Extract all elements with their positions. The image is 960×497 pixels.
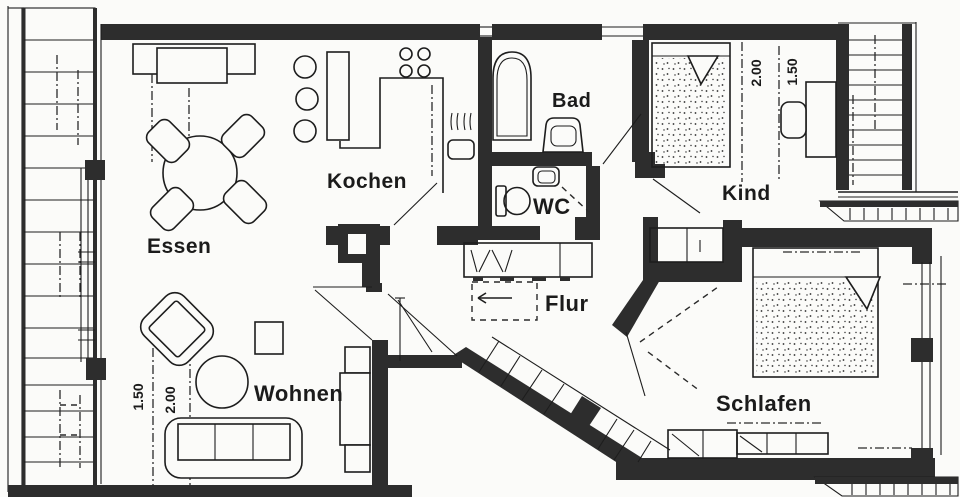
measurement-kind-150: 1.50 (784, 58, 800, 85)
desk-chair (780, 101, 807, 139)
room-label-kochen: Kochen (327, 170, 407, 193)
stairwell-top-right (818, 22, 959, 222)
chimney-extension (362, 263, 380, 287)
dining-chair (149, 186, 195, 232)
room-label-bad: Bad (552, 90, 591, 112)
room-kochen: Kochen (293, 47, 475, 193)
sideboard-lower (156, 47, 228, 84)
room-label-wc: WC (533, 194, 571, 219)
dining-chair (145, 118, 191, 164)
balcony-left-planks (24, 39, 93, 463)
wall-top-west (101, 24, 480, 40)
stove (399, 47, 431, 78)
wall-schlafen-north (742, 228, 932, 247)
room-bad: Bad (492, 51, 591, 153)
window-top-1 (480, 26, 492, 37)
closet-schlafen (667, 429, 829, 459)
room-label-kind: Kind (722, 182, 771, 205)
window-top-2 (602, 26, 643, 37)
wall-block-wc-door (575, 217, 600, 240)
wall-bottom-east (616, 458, 935, 480)
bar-stool (295, 87, 319, 111)
wall-wc-south (488, 226, 540, 240)
wall-stub-west-2 (86, 358, 106, 380)
bar-counter (326, 51, 350, 141)
staircase-diagonal (478, 336, 671, 463)
balcony-rail-top-right (818, 200, 959, 222)
wall-wohnen-door-stub (366, 283, 382, 292)
door-bad (602, 113, 642, 165)
doors (313, 113, 719, 397)
room-wc: WC (495, 166, 571, 219)
sofa (164, 417, 303, 479)
wall-pillar-east (911, 338, 933, 362)
room-kind: 2.00 1.50 Kind (649, 42, 837, 263)
washbasin-bad (542, 117, 584, 153)
bed-kind (651, 42, 731, 168)
balcony-left-marks (56, 55, 81, 470)
wall-kind-south (643, 262, 740, 282)
room-label-wohnen: Wohnen (254, 381, 343, 406)
sink (447, 112, 475, 160)
wardrobe (463, 242, 593, 281)
closet-kind (649, 227, 724, 263)
wall-schlafen-ne-corner (912, 247, 932, 264)
room-wohnen: 1.50 2.00 Wohnen (130, 291, 371, 486)
balcony-left (7, 6, 97, 492)
dining-chair (222, 179, 268, 225)
chimney-flue (348, 234, 366, 254)
wall-schlafen-diagonal (612, 280, 660, 337)
room-flur: Flur (463, 242, 593, 321)
bar-stool (293, 119, 317, 143)
wall-stair-diagonal (452, 347, 658, 480)
measurement-wohnen-150: 1.50 (130, 383, 146, 410)
stair-landing-block (563, 396, 601, 438)
wall-top-center (492, 24, 602, 40)
coffee-table (195, 355, 249, 409)
desk (805, 81, 837, 158)
room-label-schlafen: Schlafen (716, 391, 812, 416)
wall-top-east (643, 24, 836, 40)
door-kochen (393, 182, 438, 226)
tv-shelf (339, 346, 371, 473)
door-entrance (387, 293, 458, 361)
room-essen: Essen (132, 43, 268, 258)
door-schlafen (625, 286, 719, 397)
wall-flur-north-right (437, 226, 478, 245)
side-table (254, 321, 284, 355)
bed-schlafen (752, 247, 882, 378)
wall-bad-kind (632, 40, 649, 162)
armchair (139, 291, 215, 367)
bathtub (492, 51, 532, 141)
measurement-wohnen-200: 2.00 (162, 386, 178, 413)
dining-chair (220, 113, 266, 159)
measurement-kind-200: 2.00 (748, 59, 764, 86)
kitchen-counter (339, 77, 444, 193)
wall-entry-landing (388, 355, 462, 368)
bar-stool (293, 55, 317, 79)
room-label-flur: Flur (545, 291, 589, 316)
wall-kind-connector (723, 220, 742, 282)
washbasin-wc (532, 166, 560, 187)
room-schlafen: Schlafen (667, 247, 949, 467)
wall-kochen-bad (478, 37, 492, 240)
wall-stub-west-1 (85, 160, 105, 180)
window-wall-east (911, 256, 942, 467)
door-kind (652, 178, 701, 214)
wall-wohnen-east (372, 340, 388, 490)
balcony-rail-bottom-right (813, 476, 959, 497)
movable-cabinet (471, 281, 538, 321)
door-wohnen (313, 286, 373, 341)
room-label-essen: Essen (147, 235, 211, 258)
wall-stub-se (911, 448, 933, 467)
wall-bottom-west (8, 485, 412, 497)
stair-treads-top-right (849, 35, 902, 185)
toilet (495, 185, 531, 217)
wall-bad-wc (490, 152, 592, 166)
balcony-door-frame (78, 168, 95, 362)
walls (8, 24, 935, 497)
